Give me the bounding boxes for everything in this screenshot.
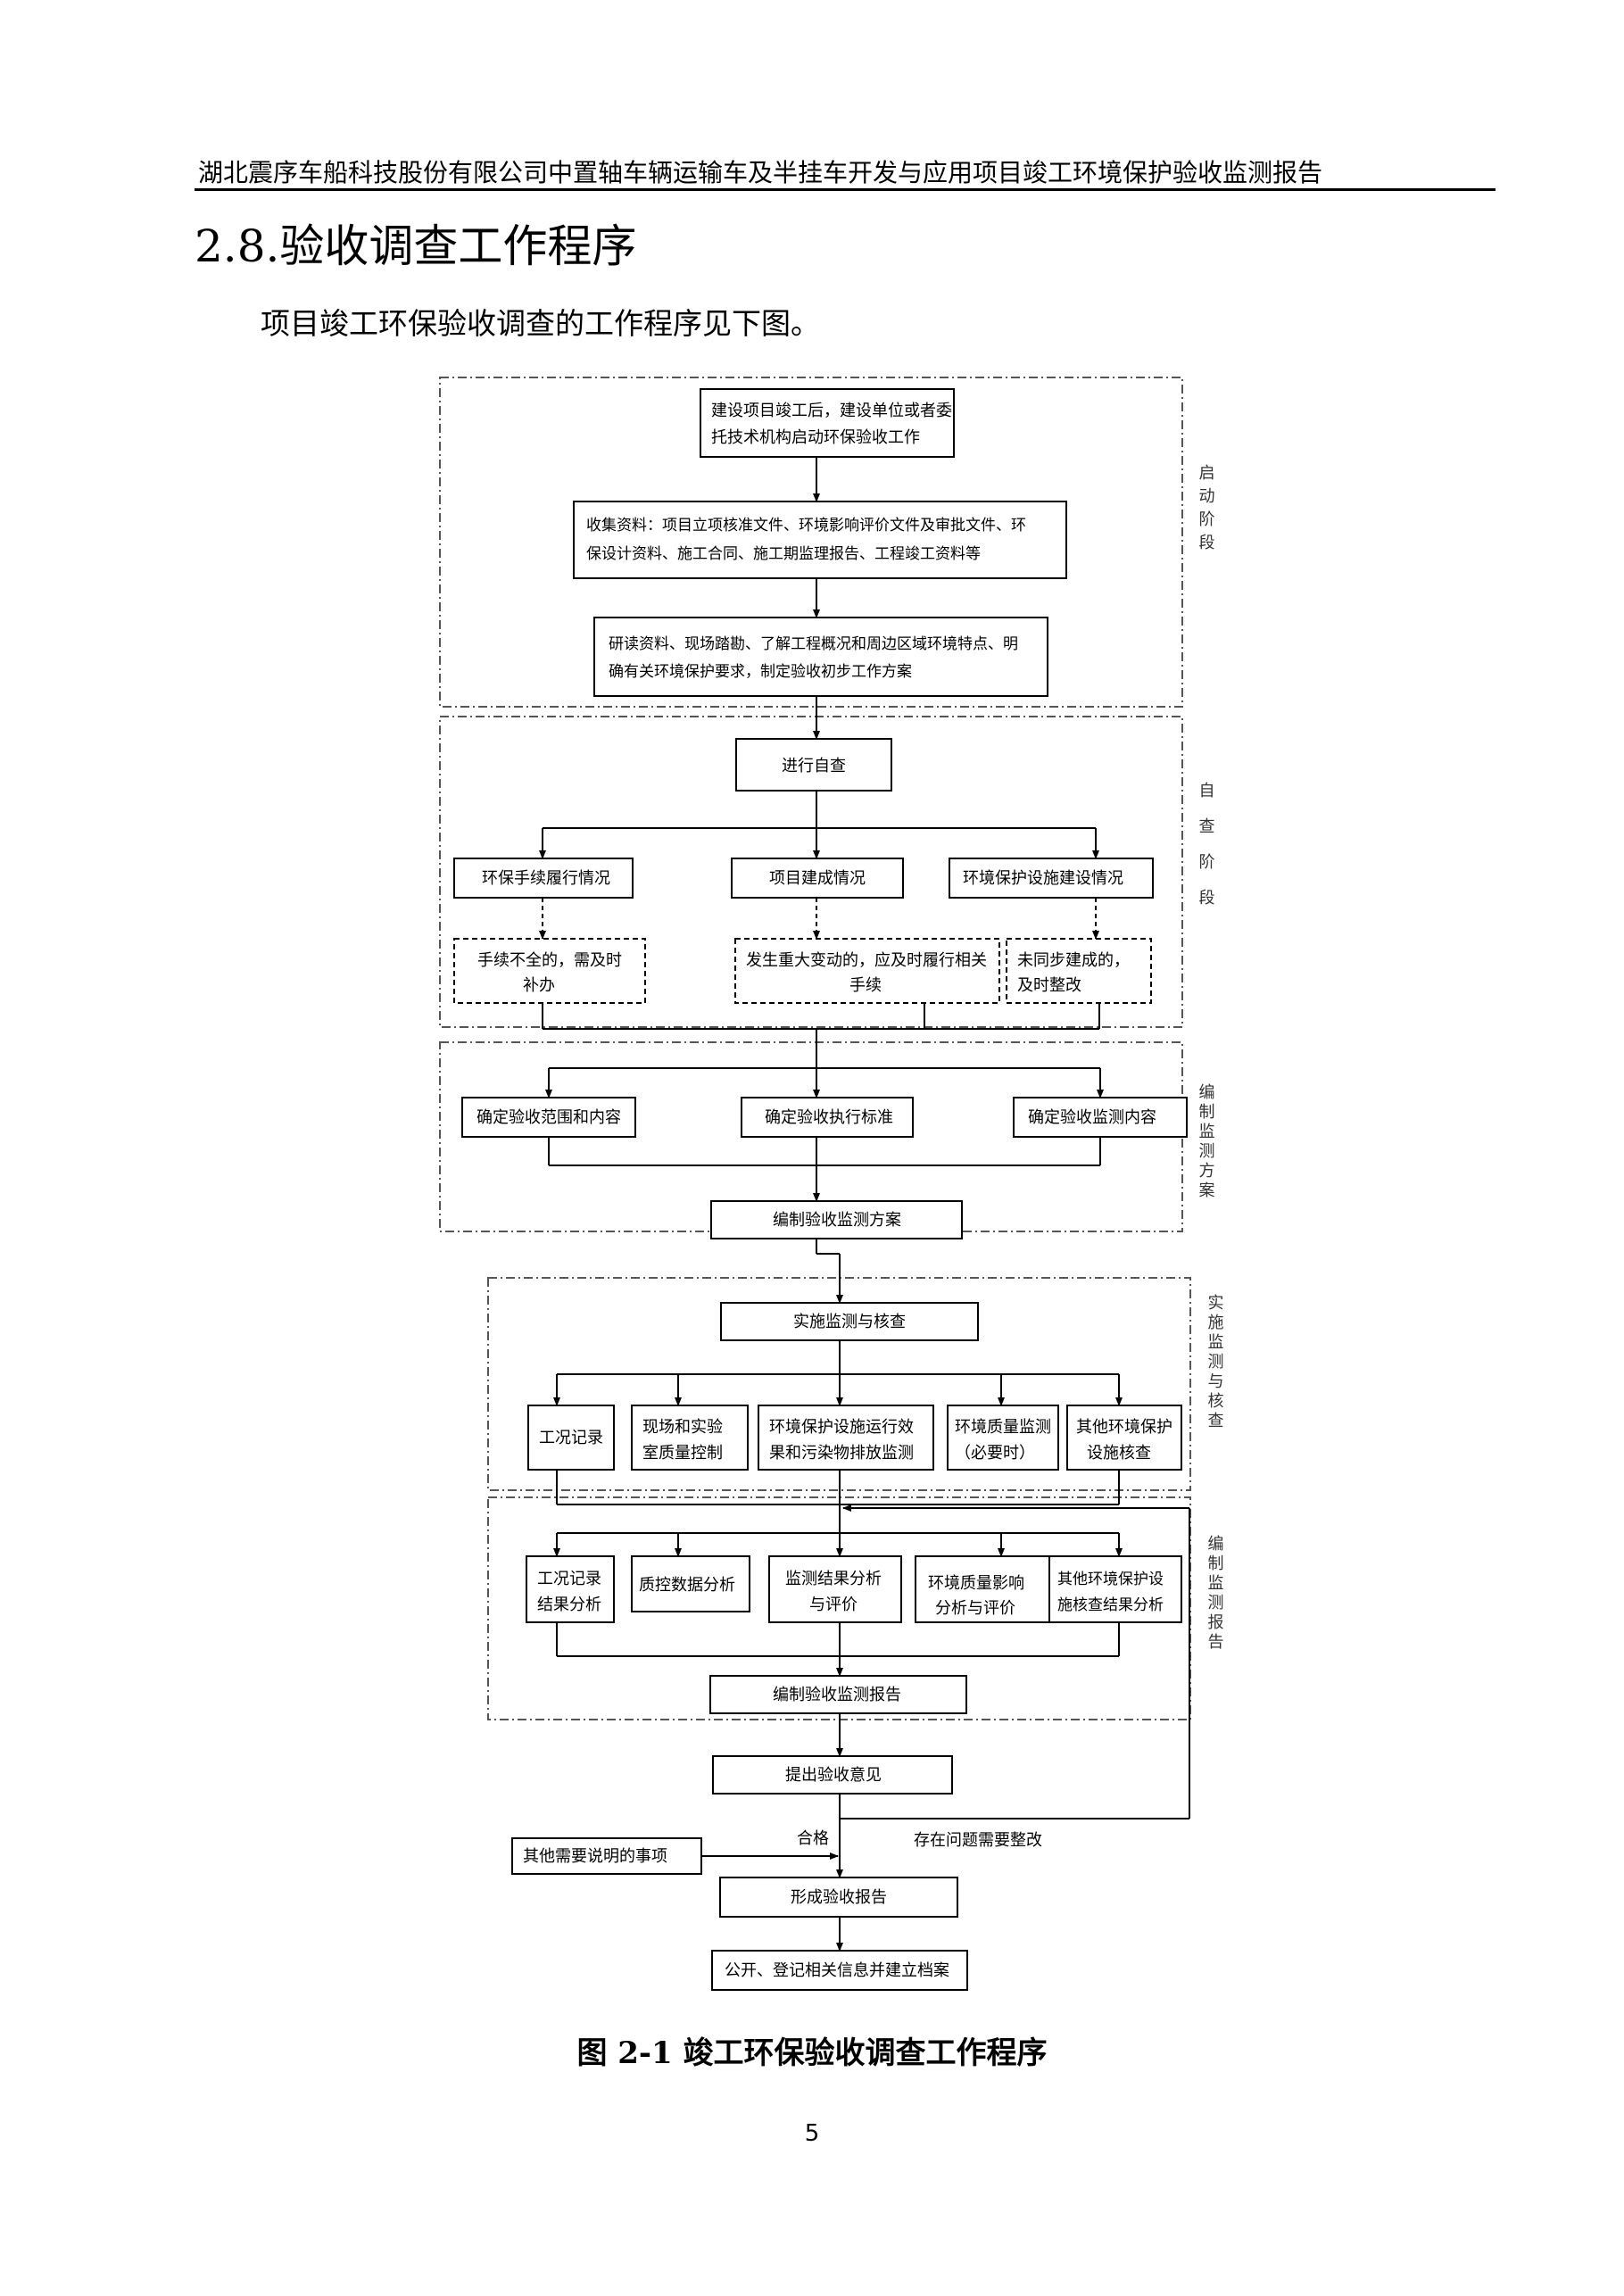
label-pass: 合格 bbox=[797, 1829, 829, 1848]
box-m2 bbox=[631, 1405, 749, 1471]
box-r5-line2: 施核查结果分析 bbox=[1057, 1596, 1164, 1614]
box-other-notes bbox=[511, 1837, 702, 1875]
box-start bbox=[700, 388, 955, 458]
box-m1-label: 工况记录 bbox=[539, 1429, 603, 1447]
box-publish-label: 公开、登记相关信息并建立档案 bbox=[725, 1961, 949, 1980]
box-report bbox=[709, 1675, 967, 1714]
box-build-fix-line1: 发生重大变动的，应及时履行相关 bbox=[746, 951, 987, 970]
box-standard-label: 确定验收执行标准 bbox=[765, 1108, 893, 1127]
box-r4-line2: 分析与评价 bbox=[935, 1599, 1015, 1618]
box-r4-line1: 环境质量影响 bbox=[928, 1574, 1024, 1593]
box-plan bbox=[710, 1200, 963, 1239]
box-report-label: 编制验收监测报告 bbox=[773, 1686, 901, 1704]
box-m5-line2: 设施核查 bbox=[1087, 1444, 1151, 1463]
box-r1-line1: 工况记录 bbox=[537, 1570, 601, 1588]
box-opinion bbox=[712, 1755, 953, 1795]
box-m5-line1: 其他环境保护 bbox=[1076, 1418, 1172, 1437]
box-m4 bbox=[947, 1405, 1059, 1471]
box-build-fix bbox=[734, 938, 1000, 1004]
box-build-status-label: 项目建成情况 bbox=[769, 869, 866, 888]
box-selfcheck-label: 进行自查 bbox=[782, 757, 846, 775]
box-procedures bbox=[453, 858, 634, 899]
box-collect-line2: 保设计资料、施工合同、施工期监理报告、工程竣工资料等 bbox=[586, 545, 981, 563]
box-m2-line2: 室质量控制 bbox=[642, 1444, 723, 1463]
box-form-report-label: 形成验收报告 bbox=[791, 1888, 887, 1907]
box-scope-label: 确定验收范围和内容 bbox=[476, 1108, 621, 1127]
box-r1 bbox=[526, 1555, 615, 1623]
box-start-line2: 托技术机构启动环保验收工作 bbox=[711, 428, 920, 447]
box-collect-line1: 收集资料：项目立项核准文件、环境影响评价文件及审批文件、环 bbox=[586, 517, 1026, 535]
stage-start-frame bbox=[439, 377, 1183, 708]
box-facility-fix-line2: 及时整改 bbox=[1017, 976, 1081, 995]
intro-paragraph: 项目竣工环保验收调查的工作程序见下图。 bbox=[261, 306, 820, 341]
box-m3-line2: 果和污染物排放监测 bbox=[769, 1444, 914, 1463]
box-m4-line1: 环境质量监测 bbox=[955, 1418, 1051, 1437]
box-m3 bbox=[758, 1405, 934, 1471]
box-implement bbox=[720, 1302, 979, 1341]
figure-caption: 图 2-1 竣工环保验收调查工作程序 bbox=[576, 2035, 1048, 2071]
stage-label-report: 编制监测报告 bbox=[1206, 1535, 1224, 1653]
box-plan-label: 编制验收监测方案 bbox=[773, 1211, 901, 1230]
section-heading: 2.8.验收调查工作程序 bbox=[195, 220, 637, 272]
stage-implement-frame bbox=[487, 1277, 1191, 1491]
label-rectify: 存在问题需要整改 bbox=[914, 1831, 1042, 1850]
box-build-status bbox=[731, 858, 904, 899]
box-procedures-fix bbox=[453, 938, 646, 1004]
header-rule bbox=[195, 188, 1496, 191]
box-facility-fix-line1: 未同步建成的， bbox=[1017, 951, 1130, 970]
box-r1-line2: 结果分析 bbox=[537, 1596, 601, 1614]
box-m4-line2: （必要时） bbox=[955, 1444, 1035, 1463]
box-procedures-fix-line1: 手续不全的，需及时 bbox=[477, 951, 622, 970]
box-implement-label: 实施监测与核查 bbox=[793, 1313, 906, 1331]
box-study bbox=[593, 617, 1048, 697]
box-start-line1: 建设项目竣工后，建设单位或者委 bbox=[711, 402, 952, 420]
running-header: 湖北震序车船科技股份有限公司中置轴车辆运输车及半挂车开发与应用项目竣工环境保护验… bbox=[198, 158, 1323, 187]
box-study-line2: 确有关环境保护要求，制定验收初步工作方案 bbox=[609, 663, 912, 681]
box-other-notes-label: 其他需要说明的事项 bbox=[523, 1847, 667, 1866]
stage-label-plan: 编制监测方案 bbox=[1197, 1083, 1215, 1201]
box-m1 bbox=[527, 1405, 615, 1471]
box-collect bbox=[573, 501, 1067, 579]
box-procedures-label: 环保手续履行情况 bbox=[482, 869, 610, 888]
box-r2 bbox=[631, 1555, 750, 1612]
box-r3-line2: 与评价 bbox=[809, 1596, 858, 1614]
page-number: 5 bbox=[804, 2120, 820, 2147]
box-study-line1: 研读资料、现场踏勘、了解工程概况和周边区域环境特点、明 bbox=[609, 635, 1018, 653]
box-monitor-content bbox=[1013, 1097, 1188, 1138]
box-r3-line1: 监测结果分析 bbox=[785, 1570, 882, 1588]
box-m2-line1: 现场和实验 bbox=[642, 1418, 723, 1437]
box-facility-status-label: 环境保护设施建设情况 bbox=[963, 869, 1123, 888]
box-monitor-content-label: 确定验收监测内容 bbox=[1028, 1108, 1156, 1127]
box-facility-status bbox=[949, 858, 1154, 899]
box-publish bbox=[711, 1950, 968, 1991]
box-selfcheck bbox=[735, 738, 892, 792]
stage-label-start: 启动阶段 bbox=[1197, 464, 1215, 557]
box-build-fix-line2: 手续 bbox=[849, 976, 882, 995]
stage-selfcheck-frame bbox=[439, 716, 1183, 1028]
box-procedures-fix-line2: 补办 bbox=[523, 976, 555, 995]
box-m5 bbox=[1066, 1405, 1182, 1471]
box-m3-line1: 环境保护设施运行效 bbox=[769, 1418, 914, 1437]
box-scope bbox=[461, 1097, 636, 1138]
box-standard bbox=[741, 1097, 914, 1138]
box-form-report bbox=[719, 1877, 958, 1918]
box-r5 bbox=[1048, 1555, 1182, 1623]
stage-label-implement: 实施监测与核查 bbox=[1206, 1294, 1224, 1431]
box-facility-fix bbox=[1006, 938, 1152, 1004]
box-r5-line1: 其他环境保护设 bbox=[1057, 1571, 1164, 1588]
box-r3 bbox=[768, 1555, 902, 1623]
box-opinion-label: 提出验收意见 bbox=[785, 1766, 882, 1785]
stage-label-selfcheck: 自查阶段 bbox=[1197, 782, 1215, 924]
box-r2-label: 质控数据分析 bbox=[639, 1576, 735, 1595]
